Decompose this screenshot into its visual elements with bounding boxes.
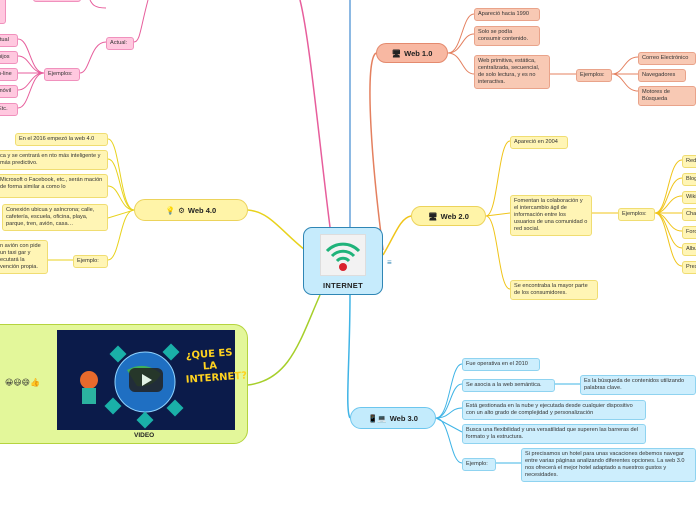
web3-label: Web 3.0 xyxy=(389,413,418,423)
central-topic[interactable]: INTERNET xyxy=(303,227,383,295)
video-thumbnail-title: ¿QUE ES LA INTERNET? xyxy=(185,347,248,386)
play-button[interactable] xyxy=(129,368,163,392)
actual-example-4[interactable]: móvil xyxy=(0,85,18,98)
video-label: VIDEO xyxy=(134,432,155,439)
top-pink-node[interactable] xyxy=(33,0,81,2)
actual-ejemplos[interactable]: Ejemplos: xyxy=(44,68,80,81)
web2-example-1[interactable]: Red xyxy=(682,155,696,168)
web3-item-2[interactable]: Se asocia a la web semántica. xyxy=(462,379,555,392)
monitor-icon: 🖥 xyxy=(428,211,438,221)
actual-example-3[interactable]: n-line xyxy=(0,68,18,81)
central-topic-title: INTERNET xyxy=(323,281,363,290)
web2-example-5[interactable]: Foro xyxy=(682,226,696,239)
web1-example-3[interactable]: Motores de Búsqueda xyxy=(638,86,696,106)
web3-item-3[interactable]: Está gestionada en la nube y ejecutada d… xyxy=(462,400,646,420)
web3-item-4[interactable]: Busca una flexibilidad y una versatilida… xyxy=(462,424,646,444)
web2-example-6[interactable]: Albu xyxy=(682,243,696,256)
web2-label: Web 2.0 xyxy=(440,211,469,221)
web1-item-2[interactable]: Solo se podía consumir contenido. xyxy=(474,26,540,46)
web2-example-3[interactable]: Wiki xyxy=(682,191,696,204)
actual-node[interactable]: Actual: xyxy=(106,37,134,50)
wifi-icon xyxy=(320,234,366,276)
web4-ejemplo[interactable]: Ejemplo: xyxy=(73,255,108,268)
web2-item-1[interactable]: Apareció en 2004 xyxy=(510,136,568,149)
web2-example-2[interactable]: Blog xyxy=(682,173,696,186)
web2-example-7[interactable]: Pres xyxy=(682,261,696,274)
web4-item-4[interactable]: Conexión ubicua y asíncrona; calle, cafe… xyxy=(2,204,108,231)
gear-icon: ⚙ xyxy=(178,205,185,215)
devices-icon: 📱💻 xyxy=(368,413,387,423)
web3-semantic-detail[interactable]: Es la búsqueda de contenidos utilizando … xyxy=(580,375,696,395)
web2-node[interactable]: 🖥 Web 2.0 xyxy=(411,206,486,226)
web1-example-1[interactable]: Correo Electrónico xyxy=(638,52,696,65)
web2-ejemplos[interactable]: Ejemplos: xyxy=(618,208,655,221)
top-left-pink-node[interactable] xyxy=(0,0,6,24)
web1-item-3[interactable]: Web primitiva, estática, centralizada, s… xyxy=(474,55,550,89)
web3-ejemplo[interactable]: Ejemplo: xyxy=(462,458,496,471)
web1-item-1[interactable]: Apareció hacia 1990 xyxy=(474,8,540,21)
web4-item-2[interactable]: ca y se centrará en nto más inteligente … xyxy=(0,150,108,170)
emoji-reactions: 😀😃😄👍 xyxy=(5,378,40,387)
web4-item-3[interactable]: Microsoft o Facebook, etc., serán mación… xyxy=(0,174,108,198)
web4-example-text[interactable]: n avión con pide un taxi gar y ecutará l… xyxy=(0,240,48,274)
actual-example-5[interactable]: Etc. xyxy=(0,103,18,116)
menu-icon[interactable]: ≡ xyxy=(387,258,392,267)
web1-ejemplos[interactable]: Ejemplos: xyxy=(576,69,612,82)
web4-item-1[interactable]: En el 2016 empezó la web 4.0 xyxy=(15,133,108,146)
web1-example-2[interactable]: Navegadores xyxy=(638,69,686,82)
web4-node[interactable]: 💡 ⚙ Web 4.0 xyxy=(134,199,248,221)
web2-item-3[interactable]: Se encontraba la mayor parte de los cons… xyxy=(510,280,598,300)
web2-item-2[interactable]: Fomentan la colaboración y el intercambi… xyxy=(510,195,592,236)
web3-item-1[interactable]: Fue operativa en el 2010 xyxy=(462,358,540,371)
lightbulb-icon: 💡 xyxy=(165,205,176,215)
monitor-icon: 🖥 xyxy=(391,48,402,58)
actual-example-2[interactable]: hijos xyxy=(0,51,18,64)
web1-node[interactable]: 🖥 Web 1.0 xyxy=(376,43,448,63)
actual-example-1[interactable]: rtual xyxy=(0,34,18,47)
web2-example-4[interactable]: Chat xyxy=(682,208,696,221)
web1-label: Web 1.0 xyxy=(404,48,433,58)
web3-node[interactable]: 📱💻 Web 3.0 xyxy=(350,407,436,429)
web3-example-text[interactable]: Si precisamos un hotel para unas vacacio… xyxy=(521,448,696,482)
web4-label: Web 4.0 xyxy=(187,205,217,215)
